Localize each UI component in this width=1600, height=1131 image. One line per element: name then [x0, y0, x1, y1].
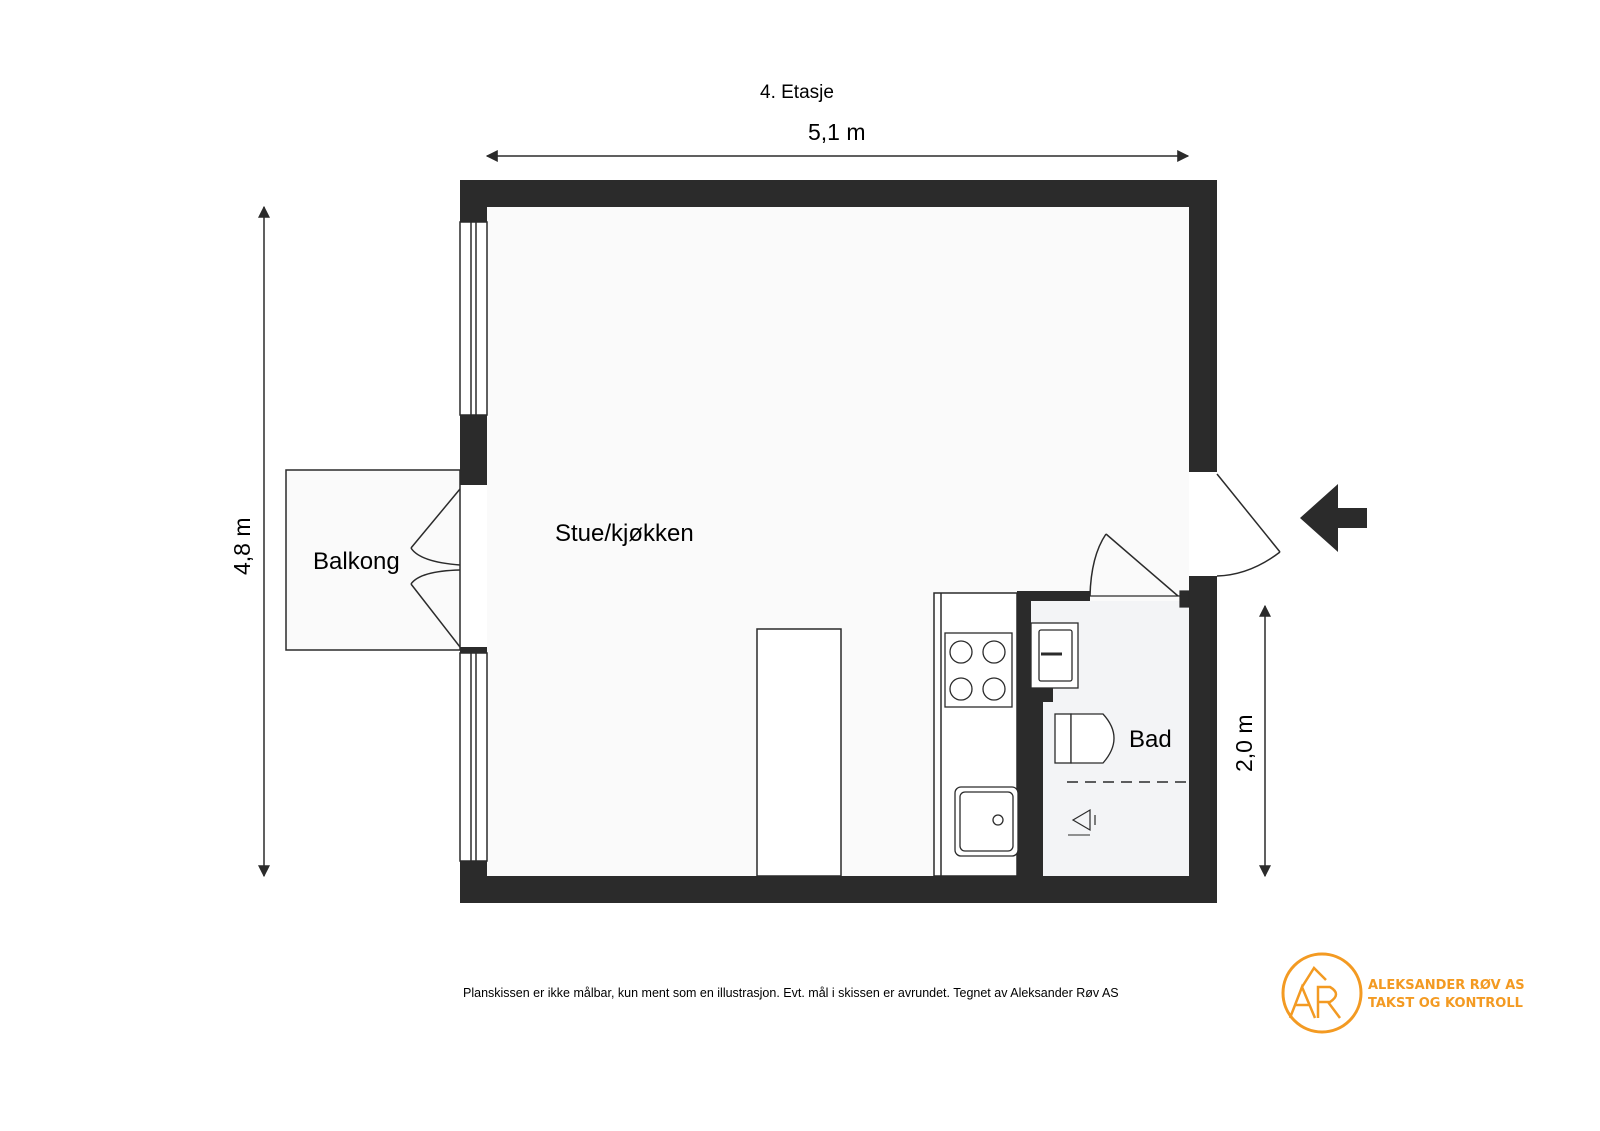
stove-icon [944, 632, 1013, 708]
bath-dim-label: 2,0 m [1231, 714, 1257, 772]
bath-walls [1017, 591, 1189, 876]
entrance-arrow-icon [1300, 484, 1367, 552]
bath-sink-icon [1030, 622, 1079, 689]
wall-stub [460, 647, 487, 653]
room-living-label: Stue/kjøkken [555, 520, 694, 547]
logo-line2: TAKST OG KONTROLL [1368, 996, 1523, 1011]
logo-line1: ALEKSANDER RØV AS [1368, 978, 1525, 993]
outer-walls [460, 180, 1217, 903]
kitchen-sink-icon [954, 786, 1019, 857]
window-upper [459, 221, 488, 416]
height-dim-label: 4,8 m [229, 517, 255, 575]
entrance-door [1216, 473, 1281, 577]
window-lower [459, 652, 488, 862]
toilet-icon [1054, 713, 1115, 764]
width-dim-label: 5,1 m [808, 119, 866, 145]
shower [1067, 781, 1189, 836]
room-balcony-label: Balkong [313, 548, 400, 575]
company-logo: ALEKSANDER RØV AS TAKST OG KONTROLL [1281, 952, 1525, 1034]
cabinet [756, 628, 842, 877]
disclaimer: Planskissen er ikke målbar, kun ment som… [463, 986, 1119, 1000]
balcony-door [410, 488, 461, 648]
logo-ring [1281, 952, 1363, 1034]
bath-wall-detail [1090, 590, 1190, 608]
logo-mark [1288, 966, 1341, 1019]
bath-door [1089, 533, 1179, 597]
room-bath-label: Bad [1129, 726, 1172, 753]
floor-label: 4. Etasje [760, 82, 834, 103]
